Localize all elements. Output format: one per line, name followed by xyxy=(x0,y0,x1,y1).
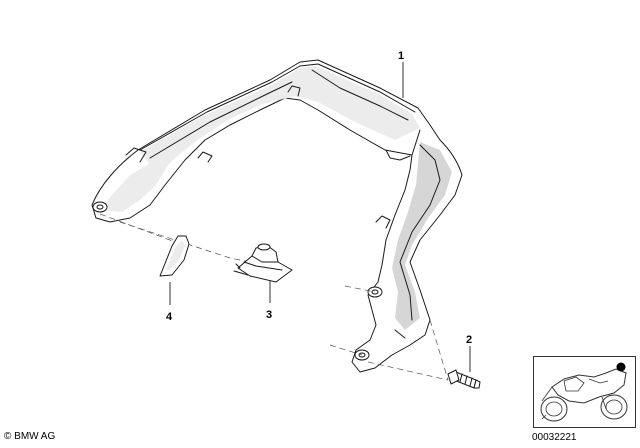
pad-part[interactable] xyxy=(159,235,190,277)
grab-handle-part[interactable] xyxy=(91,59,463,373)
copyright-notice: © BMW AG xyxy=(4,431,56,442)
motorcycle-thumbnail-icon xyxy=(540,362,628,422)
callout-4[interactable]: 4 xyxy=(166,311,173,323)
callout-3[interactable]: 3 xyxy=(266,309,272,321)
thumbnail-highlight-marker xyxy=(616,362,626,372)
guide-line-vertical xyxy=(429,319,449,381)
guide-line-left xyxy=(99,213,187,247)
callout-2[interactable]: 2 xyxy=(466,334,472,346)
guide-line-screw xyxy=(367,361,449,381)
callout-1[interactable]: 1 xyxy=(398,50,404,62)
guide-line-mid xyxy=(344,285,376,293)
clip-nut-part[interactable] xyxy=(233,243,293,283)
screw-part[interactable] xyxy=(447,369,481,389)
guide-line-lower xyxy=(329,344,363,356)
location-thumbnail xyxy=(533,356,636,428)
drawing-number: 00032221 xyxy=(532,432,577,443)
guide-line-pad xyxy=(119,221,291,271)
